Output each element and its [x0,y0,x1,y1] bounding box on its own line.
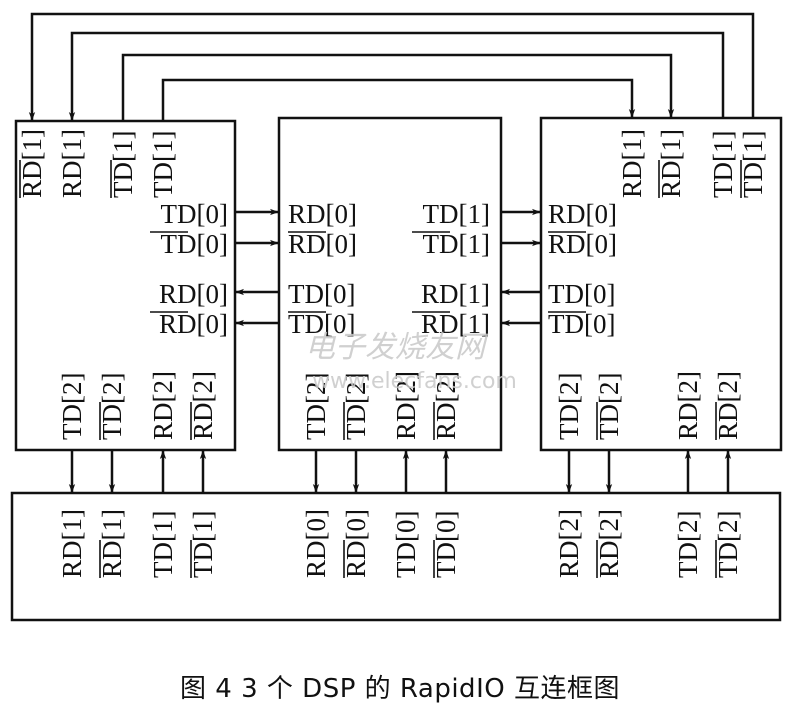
pin-label: RD[0] [159,309,228,339]
pin-label: RD[2] [148,371,178,440]
pin-label: RD[0] [288,229,357,259]
dsp-middle-block [277,116,503,452]
pin-label: RD[1] [97,509,127,578]
pin-label: RD[2] [431,371,461,440]
pin-label: TD[2] [673,511,703,578]
dsp-right-block [539,116,783,452]
pin-label: TD[0] [548,279,615,309]
pin-label: RD[1] [617,129,647,198]
pin-label: RD[2] [673,371,703,440]
pin-label: RD[1] [421,309,490,339]
pin-label: TD[2] [301,373,331,440]
switch-bottom-block [10,491,782,622]
link-wire [28,12,755,121]
pin-label: TD[0] [391,511,421,578]
pin-label: TD[0] [288,279,355,309]
pin-label: TD[0] [431,511,461,578]
pin-label: RD[0] [548,199,617,229]
pin-label: TD[1] [423,199,490,229]
pin-label: TD[1] [188,511,218,578]
pin-label: TD[1] [148,131,178,198]
pin-label: RD[1] [17,129,47,198]
pin-label: RD[1] [57,129,87,198]
pin-label: TD[2] [713,511,743,578]
pin-label: RD[2] [594,509,624,578]
pin-label: RD[2] [188,371,218,440]
pin-label: TD[2] [554,373,584,440]
figure-caption: 图 4 3 个 DSP 的 RapidIO 互连框图 [180,674,620,704]
pin-label: TD[1] [738,131,768,198]
pin-label: TD[1] [108,131,138,198]
watermark-cn: 电子发烧友网 [305,330,489,365]
link-wire [161,78,636,121]
link-wire [121,53,675,121]
pin-label: TD[0] [548,309,615,339]
watermark-url: www.elecfans.com [312,369,517,394]
watermark: 电子发烧友网 www.elecfans.com [305,330,517,394]
pin-label: TD[0] [288,309,355,339]
pin-label: TD[2] [594,373,624,440]
pin-label: RD[0] [341,509,371,578]
pin-label: TD[2] [97,373,127,440]
pin-label: TD[1] [708,131,738,198]
pin-label: TD[2] [57,373,87,440]
pin-label: RD[1] [656,129,686,198]
pin-label: TD[0] [161,199,228,229]
pin-label: RD[0] [301,509,331,578]
pin-label: TD[1] [423,229,490,259]
link-wire [68,31,725,121]
pin-label: RD[1] [57,509,87,578]
pin-label: RD[0] [288,199,357,229]
pin-label: RD[2] [713,371,743,440]
pin-label: RD[2] [391,371,421,440]
pin-label: TD[1] [148,511,178,578]
pin-label: RD[1] [421,279,490,309]
pin-label: RD[0] [159,279,228,309]
pin-label: TD[2] [341,373,371,440]
pin-label: RD[0] [548,229,617,259]
pin-label: TD[0] [161,229,228,259]
dsp-left-block [14,119,237,452]
pin-label: RD[2] [554,509,584,578]
